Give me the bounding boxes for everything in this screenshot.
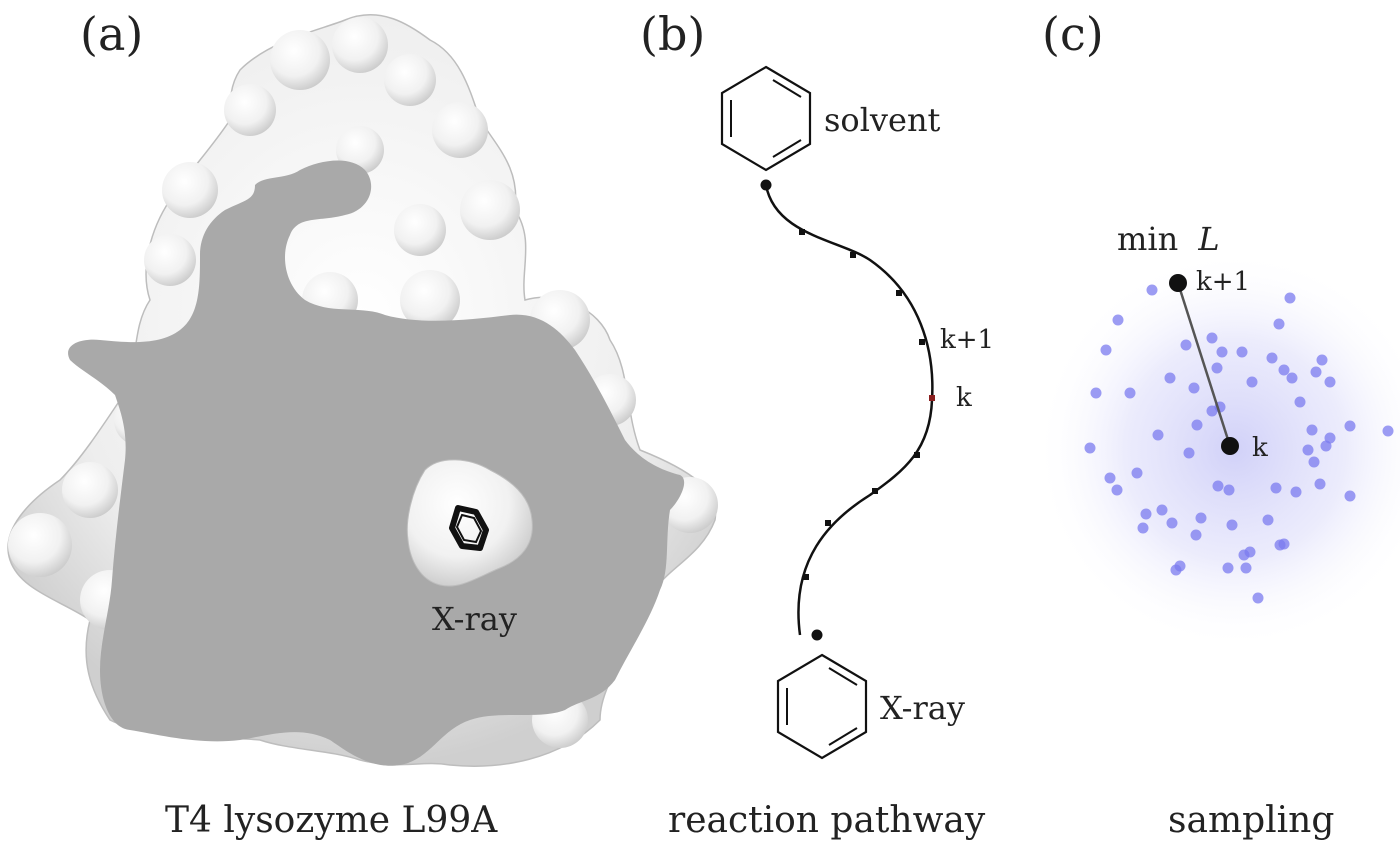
- sample-point: [1316, 354, 1328, 366]
- sample-point: [1112, 314, 1124, 326]
- sampling-k-label: k: [1252, 433, 1268, 463]
- sample-point: [1270, 482, 1282, 494]
- sample-point: [1306, 424, 1318, 436]
- benzene-xray-icon: [776, 653, 868, 760]
- panel-a-caption: T4 lysozyme L99A: [165, 800, 498, 841]
- pathway-k-label: k: [956, 383, 972, 413]
- sample-point: [1156, 504, 1168, 516]
- node-k1-point: [1169, 274, 1187, 292]
- sample-point: [1273, 318, 1285, 330]
- sample-point: [1286, 372, 1298, 384]
- sample-points: [1084, 284, 1394, 604]
- sample-point: [1100, 344, 1112, 356]
- sample-point: [1344, 490, 1356, 502]
- pathway-node: [825, 520, 831, 526]
- sample-point: [1246, 376, 1258, 388]
- sample-point: [1344, 420, 1356, 432]
- sample-point: [1137, 522, 1149, 534]
- pathway-endpoint-bottom: [811, 629, 823, 641]
- panel-c-label: (c): [1042, 7, 1104, 61]
- sample-point: [1212, 480, 1224, 492]
- sample-point: [1111, 484, 1123, 496]
- pathway-node: [896, 290, 902, 296]
- pathway-node: [872, 488, 878, 494]
- sample-point: [1236, 346, 1248, 358]
- panel-b-caption: reaction pathway: [668, 800, 986, 841]
- sample-point: [1188, 382, 1200, 394]
- sample-point: [1274, 539, 1286, 551]
- sample-point: [1124, 387, 1136, 399]
- pathway-node: [914, 452, 920, 458]
- sample-point: [1314, 478, 1326, 490]
- sample-point: [1164, 372, 1176, 384]
- sample-point: [1262, 514, 1274, 526]
- sample-point: [1140, 508, 1152, 520]
- pathway-node: [799, 229, 805, 235]
- sample-point: [1183, 447, 1195, 459]
- sample-point: [1131, 467, 1143, 479]
- sampling-density-glow: [1035, 250, 1400, 650]
- sample-point: [1324, 432, 1336, 444]
- sample-point: [1226, 519, 1238, 531]
- ligand-xray-label: X-ray: [432, 600, 517, 638]
- objective-prefix: min: [1117, 220, 1178, 258]
- sampling-k1-label: k+1: [1196, 267, 1250, 297]
- sample-point: [1104, 472, 1116, 484]
- sample-point: [1324, 376, 1336, 388]
- sample-point: [1223, 484, 1235, 496]
- protein-cross-section: [68, 160, 685, 766]
- xray-endpoint-label: X-ray: [880, 689, 965, 727]
- sample-point: [1195, 512, 1207, 524]
- pathway-node: [803, 574, 809, 580]
- sample-point: [1240, 562, 1252, 574]
- sample-point: [1084, 442, 1096, 454]
- benzene-solvent-icon: [720, 65, 812, 172]
- node-k-point: [1221, 437, 1239, 455]
- sample-point: [1294, 396, 1306, 408]
- sample-point: [1222, 562, 1234, 574]
- pathway-node-k1: [919, 339, 925, 345]
- ligand-benzene-xray: [449, 505, 489, 551]
- sample-point: [1211, 362, 1223, 374]
- panel-c-caption: sampling: [1168, 800, 1334, 841]
- pathway-node-k: [929, 395, 935, 401]
- sample-point: [1308, 456, 1320, 468]
- sample-point: [1252, 592, 1264, 604]
- sample-point: [1278, 364, 1290, 376]
- binding-pocket: [406, 459, 533, 587]
- sample-point: [1266, 352, 1278, 364]
- sample-point: [1166, 517, 1178, 529]
- panel-a-label: (a): [80, 7, 143, 61]
- sample-point: [1244, 546, 1256, 558]
- panel-c: (c) min L k+1 k sampling: [1035, 7, 1400, 841]
- solvent-label: solvent: [824, 101, 941, 139]
- update-step-line: [1176, 282, 1232, 447]
- pathway-node: [850, 252, 856, 258]
- sample-point: [1206, 332, 1218, 344]
- objective-label: min L: [1117, 220, 1220, 258]
- pathway-endpoint-top: [760, 179, 772, 191]
- pathway-k1-label: k+1: [940, 325, 994, 355]
- sample-point: [1152, 429, 1164, 441]
- panel-b: (b) solvent k+1 k X-ra: [640, 7, 994, 841]
- reaction-pathway-curve: [764, 184, 934, 636]
- objective-symbol: L: [1197, 220, 1219, 258]
- panel-b-label: (b): [640, 7, 705, 61]
- sample-point: [1216, 346, 1228, 358]
- sample-point: [1382, 425, 1394, 437]
- sample-point: [1174, 560, 1186, 572]
- sample-point: [1290, 486, 1302, 498]
- sample-point: [1302, 444, 1314, 456]
- sample-point: [1190, 529, 1202, 541]
- sample-point: [1310, 366, 1322, 378]
- sample-point: [1090, 387, 1102, 399]
- sample-point: [1180, 339, 1192, 351]
- panel-a: (a): [7, 7, 718, 841]
- sample-point: [1284, 292, 1296, 304]
- sample-point: [1146, 284, 1158, 296]
- sample-point: [1191, 419, 1203, 431]
